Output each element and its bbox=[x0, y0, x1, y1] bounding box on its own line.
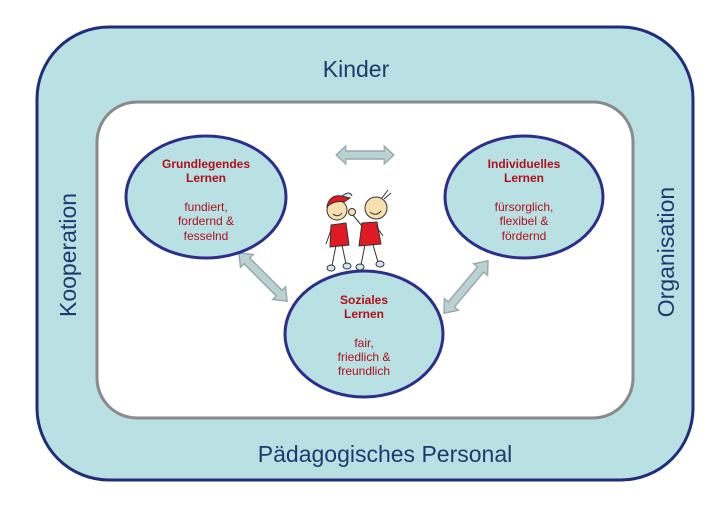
circle-text: friedlich & bbox=[338, 350, 391, 364]
circle-text: freundlich bbox=[338, 364, 390, 378]
circle-grundlegendes: Grundlegendes Lernen fundiert, fordernd … bbox=[124, 134, 288, 260]
circle-text: fesselnd bbox=[184, 229, 229, 243]
label-organisation: Organisation bbox=[653, 187, 679, 317]
circle-text: fair, bbox=[354, 336, 373, 350]
circle-title: Lernen bbox=[344, 307, 384, 321]
circle-text: fördernd bbox=[502, 229, 547, 243]
label-kooperation: Kooperation bbox=[55, 193, 81, 317]
circle-text: fürsorglich, bbox=[495, 200, 554, 214]
circle-soziales: Soziales Lernen fair, friedlich & freund… bbox=[283, 269, 445, 399]
children-illustration bbox=[325, 189, 392, 272]
circle-title: Soziales bbox=[340, 293, 388, 307]
circle-text: flexibel & bbox=[500, 214, 549, 228]
circle-title: Lernen bbox=[504, 171, 544, 185]
circle-text: fordernd & bbox=[178, 214, 234, 228]
label-personal: Pädagogisches Personal bbox=[258, 441, 512, 467]
circle-individuelles: Individuelles Lernen fürsorglich, flexib… bbox=[443, 134, 605, 260]
circle-text: fundiert, bbox=[184, 200, 227, 214]
circle-title: Individuelles bbox=[488, 157, 561, 171]
circle-title: Lernen bbox=[186, 171, 226, 185]
label-kinder: Kinder bbox=[323, 56, 390, 82]
circle-title: Grundlegendes bbox=[162, 157, 250, 171]
